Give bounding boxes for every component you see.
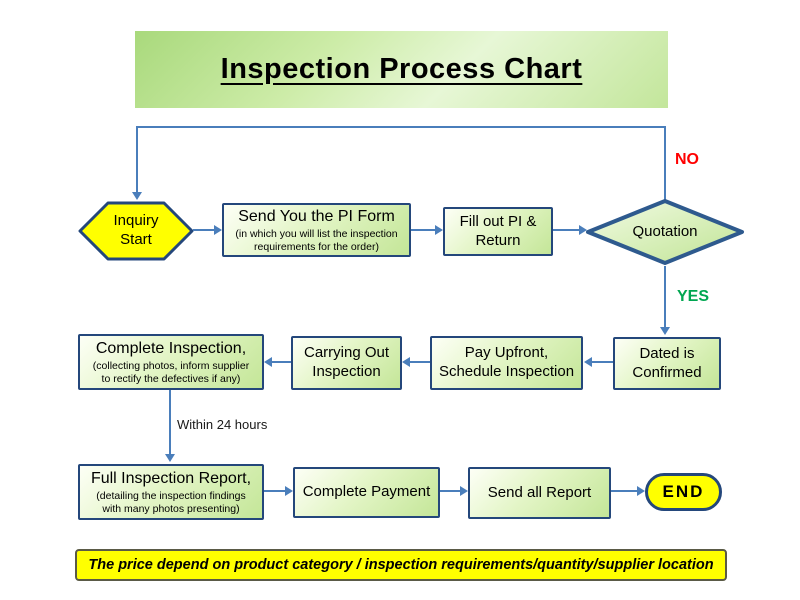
- arrowhead-to-fillpi: [435, 225, 443, 235]
- node-complete-inspection: Complete Inspection, (collecting photos,…: [78, 334, 264, 390]
- fill-out-pi-label: Fill out PI & Return: [459, 212, 537, 249]
- inquiry-start-label: Inquiry Start: [113, 212, 159, 248]
- connector-payment-to-send: [440, 490, 460, 492]
- quotation-label: Quotation: [632, 222, 698, 240]
- edge-label-yes: YES: [677, 288, 710, 305]
- arrowhead-to-send: [460, 486, 468, 496]
- node-fill-out-pi: Fill out PI & Return: [443, 207, 553, 256]
- node-full-report: Full Inspection Report, (detailing the i…: [78, 464, 264, 520]
- node-send-all-report: Send all Report: [468, 467, 611, 519]
- node-dated-confirmed: Dated is Confirmed: [613, 337, 721, 390]
- node-send-pi-form: Send You the PI Form (in which you will …: [222, 203, 411, 257]
- quotation-diamond: [586, 199, 744, 265]
- send-all-report-label: Send all Report: [487, 483, 592, 501]
- title-banner: Inspection Process Chart: [135, 31, 668, 108]
- end-label: END: [662, 482, 705, 501]
- edge-label-within-24-hours: Within 24 hours: [177, 417, 268, 432]
- connector-no-loop-top: [136, 126, 666, 128]
- edge-label-no: NO: [675, 151, 699, 168]
- arrowhead-to-quotation: [579, 225, 587, 235]
- connector-no-loop-left: [136, 126, 138, 192]
- send-pi-form-label: Send You the PI Form: [238, 207, 395, 225]
- connector-within-24-hours: [169, 390, 171, 454]
- carrying-out-label: Carrying Out Inspection: [303, 344, 390, 380]
- price-note-banner: The price depend on product category / i…: [75, 549, 727, 581]
- pay-upfront-label: Pay Upfront, Schedule Inspection: [438, 344, 575, 380]
- arrowhead-to-end: [637, 486, 645, 496]
- arrowhead-to-piform: [214, 225, 222, 235]
- connector-yes: [664, 266, 666, 327]
- complete-inspection-sublabel: (collecting photos, inform supplier to r…: [92, 359, 250, 385]
- arrowhead-to-payment: [285, 486, 293, 496]
- node-end: END: [645, 473, 722, 511]
- connector-pay-to-carrying: [410, 361, 430, 363]
- connector-send-to-end: [611, 490, 637, 492]
- connector-dated-to-pay: [592, 361, 613, 363]
- connector-piform-to-fillpi: [411, 229, 435, 231]
- send-pi-form-sublabel: (in which you will list the inspection r…: [235, 227, 398, 253]
- node-pay-upfront: Pay Upfront, Schedule Inspection: [430, 336, 583, 390]
- complete-payment-label: Complete Payment: [302, 483, 431, 501]
- arrowhead-to-complete-inspection: [264, 357, 272, 367]
- complete-inspection-label: Complete Inspection,: [95, 339, 247, 357]
- arrowhead-into-inquiry-start: [132, 192, 142, 200]
- connector-start-to-piform: [193, 229, 214, 231]
- node-carrying-out: Carrying Out Inspection: [291, 336, 402, 390]
- connector-fillpi-to-quotation: [553, 229, 579, 231]
- page-title: Inspection Process Chart: [220, 53, 583, 85]
- connector-report-to-payment: [264, 490, 285, 492]
- arrowhead-to-full-report: [165, 454, 175, 462]
- inquiry-start-hexagon: [78, 201, 194, 261]
- connector-carrying-to-complete: [272, 361, 291, 363]
- arrowhead-to-dated: [660, 327, 670, 335]
- node-complete-payment: Complete Payment: [293, 467, 440, 518]
- arrowhead-to-pay: [584, 357, 592, 367]
- arrowhead-to-carrying: [402, 357, 410, 367]
- full-report-sublabel: (detailing the inspection findings with …: [96, 489, 246, 515]
- dated-confirmed-label: Dated is Confirmed: [632, 344, 702, 381]
- connector-no-loop-right: [664, 126, 666, 202]
- full-report-label: Full Inspection Report,: [90, 469, 252, 487]
- price-note-text: The price depend on product category / i…: [88, 557, 714, 573]
